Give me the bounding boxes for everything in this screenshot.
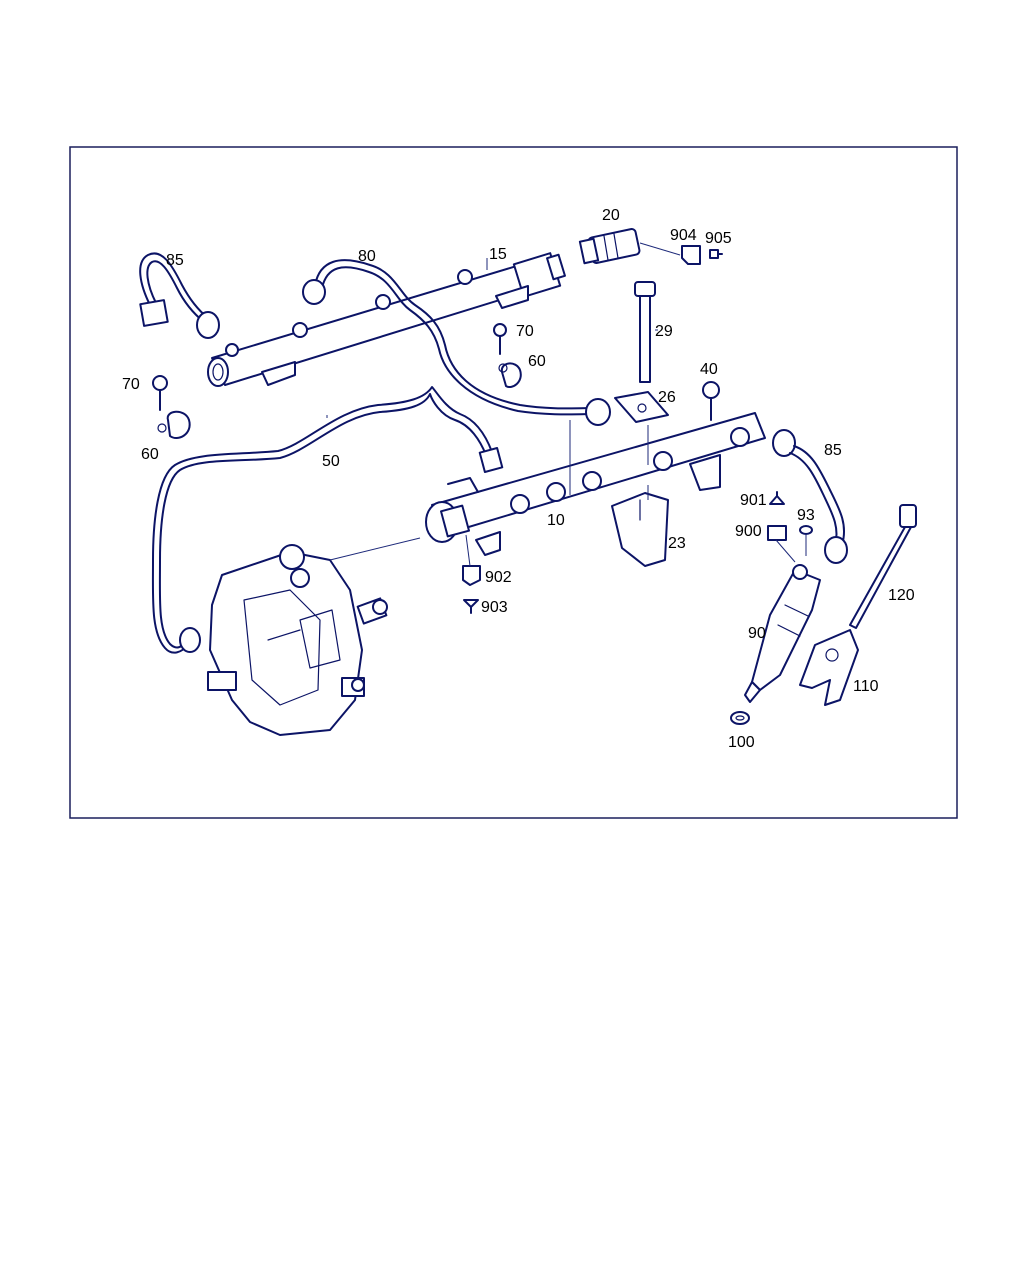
callout-70-left: 70 — [122, 376, 140, 393]
high-pressure-pump — [207, 537, 421, 736]
callout-26: 26 — [658, 389, 676, 406]
callout-902: 902 — [485, 569, 512, 586]
clip-60-left — [157, 410, 191, 439]
pipe-85-right — [772, 429, 848, 564]
callout-29: 29 — [655, 323, 673, 340]
part-901 — [769, 491, 785, 505]
callout-90: 90 — [748, 625, 766, 642]
fuel-rail-main — [425, 412, 766, 556]
washer-100 — [730, 711, 750, 725]
pressure-sensor-20 — [578, 228, 681, 265]
callout-50: 50 — [322, 453, 340, 470]
part-905 — [709, 249, 723, 259]
callout-70-upper: 70 — [516, 323, 534, 340]
callout-901: 901 — [740, 492, 767, 509]
bolt-70-upper — [493, 323, 507, 355]
callout-905: 905 — [705, 230, 732, 247]
part-93 — [799, 525, 813, 556]
callout-120: 120 — [888, 587, 915, 604]
callout-10: 10 — [547, 512, 565, 529]
callout-85-upper: 85 — [166, 252, 184, 269]
callout-93: 93 — [797, 507, 815, 524]
callout-904: 904 — [670, 227, 697, 244]
part-902 — [462, 534, 481, 586]
part-900 — [767, 525, 796, 563]
part-904 — [681, 245, 701, 265]
pipe-85-upper — [139, 252, 220, 339]
pipe-80 — [302, 259, 611, 426]
callout-60-left: 60 — [141, 446, 159, 463]
callout-60-upper: 60 — [528, 353, 546, 370]
plate-26 — [614, 391, 669, 465]
bolt-40 — [702, 381, 720, 421]
callout-110: 110 — [853, 678, 879, 695]
callout-labels: 85 80 15 20 904 905 29 70 60 70 60 50 40… — [122, 207, 915, 751]
leader-lines — [326, 258, 488, 418]
bracket-23 — [611, 485, 669, 567]
part-903 — [463, 599, 479, 614]
callout-80: 80 — [358, 248, 376, 265]
fuel-rail-upper — [207, 252, 566, 387]
bolt-29 — [634, 281, 658, 383]
diagram-frame — [69, 146, 958, 819]
callout-20: 20 — [602, 207, 620, 224]
callout-85-right: 85 — [824, 442, 842, 459]
clip-60-upper — [498, 362, 522, 388]
callout-15: 15 — [489, 246, 507, 263]
callout-903: 903 — [481, 599, 508, 616]
callout-900: 900 — [735, 523, 762, 540]
bolt-120 — [849, 504, 917, 629]
clamp-claw-110 — [799, 629, 859, 706]
bolt-70-left — [152, 375, 168, 411]
callout-40: 40 — [700, 361, 718, 378]
callout-100: 100 — [728, 734, 755, 751]
callout-23: 23 — [668, 535, 686, 552]
pipe-50 — [151, 386, 504, 654]
injector-90 — [744, 564, 821, 703]
